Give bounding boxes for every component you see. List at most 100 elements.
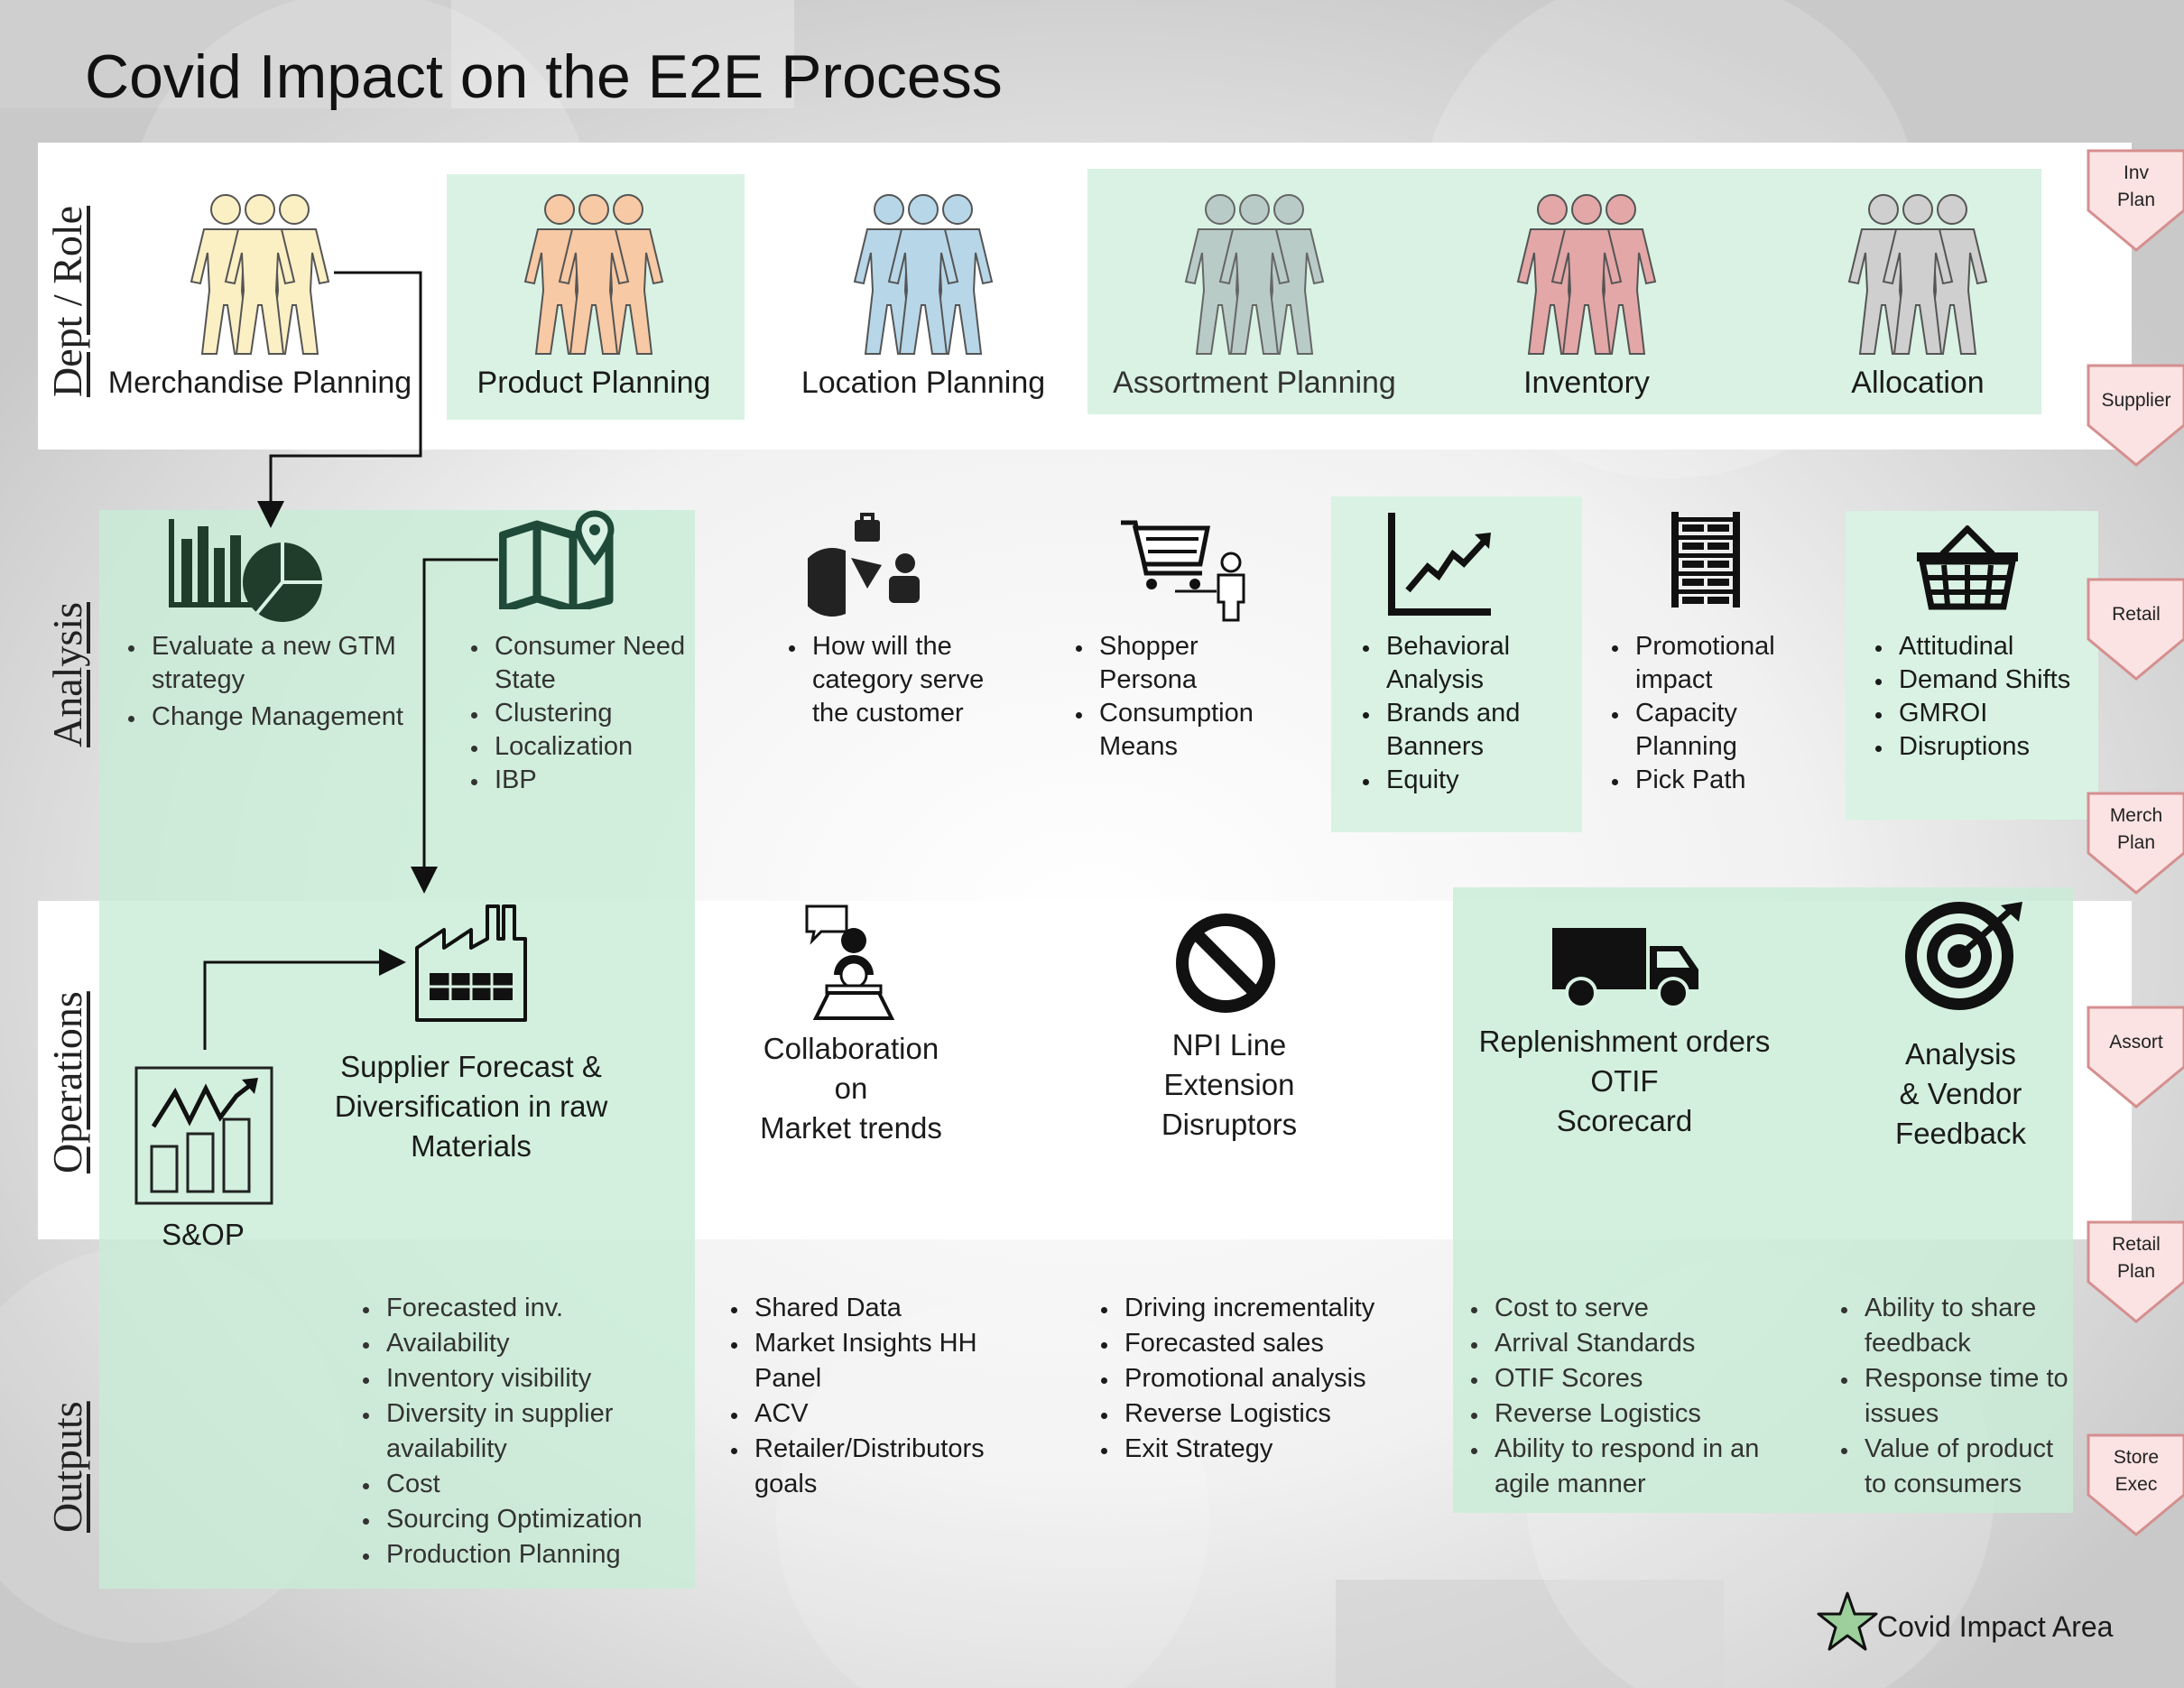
legend-label: Covid Impact Area [1877, 1610, 2114, 1643]
list-item: Exit Strategy [1119, 1432, 1422, 1467]
output-bullets: Forecasted inv. Availability Inventory v… [341, 1291, 666, 1572]
list-item: Driving incrementality [1119, 1291, 1422, 1326]
shopping-cart-person-icon [1121, 520, 1245, 622]
output-bullets: Ability to share feedback Response time … [1819, 1291, 2090, 1502]
supplier-forecast-label: Supplier Forecast & Diversification in r… [334, 1050, 608, 1163]
role-label: Assortment Planning [1113, 366, 1396, 400]
npi-label: NPI Line Extension Disruptors [1112, 1025, 1346, 1145]
growth-chart-icon [1388, 513, 1491, 616]
chevron-tag-shape [2087, 1006, 2184, 1108]
collaboration-line: Market trends [760, 1111, 942, 1145]
analysis-list-behavioral: Behavioral Analysis Brands and Banners E… [1341, 630, 1558, 797]
list-item: Arrival Standards [1489, 1326, 1792, 1361]
role-label: Location Planning [800, 366, 1046, 400]
vendor-line: Analysis [1905, 1037, 2016, 1071]
list-item: Response time to issues [1859, 1361, 2081, 1432]
warehouse-shelf-icon [1671, 512, 1740, 607]
analysis-bullets: Promotional impact Capacity Planning Pic… [1590, 630, 1843, 797]
map-pin-icon [499, 510, 615, 609]
bar-pie-chart-icon [169, 519, 322, 622]
output-bullets: Cost to serve Arrival Standards OTIF Sco… [1449, 1291, 1792, 1502]
chevron-tag-shape [2087, 578, 2184, 681]
side-tag-retail: Retail [2087, 578, 2184, 686]
role-allocation[interactable]: Allocation [1764, 190, 2071, 400]
analysis-bullets: Evaluate a new GTM strategy Change Manag… [106, 630, 404, 734]
tag-label: Merch Plan [2109, 805, 2163, 853]
list-item: Ability to share feedback [1859, 1291, 2081, 1361]
tag-label: Assort [2109, 1032, 2163, 1053]
list-item: Disruptions [1893, 730, 2097, 764]
tag-label: Supplier [2101, 390, 2171, 411]
supplier-column-highlight [99, 510, 695, 1589]
list-item: Sourcing Optimization [381, 1502, 666, 1537]
chevron-tag-shape [2087, 149, 2184, 252]
sop-chart-icon [134, 1066, 273, 1205]
list-item: Promotional impact [1630, 630, 1780, 697]
collaboration-line: on [834, 1071, 868, 1105]
list-item: Market Insights HH Panel [749, 1326, 998, 1396]
side-tag-inv-plan: Inv Plan [2087, 149, 2184, 257]
list-item: Cost to serve [1489, 1291, 1792, 1326]
sop-to-factory-arrow [203, 949, 406, 1050]
list-item: Change Management [146, 700, 404, 734]
list-item: How will the category serve the customer [807, 630, 993, 730]
npi-line: NPI Line [1171, 1028, 1287, 1062]
side-tag-assort: Assort [2087, 1006, 2184, 1114]
list-item: OTIF Scores [1489, 1361, 1792, 1396]
role-inventory[interactable]: Inventory [1433, 190, 1740, 400]
vendor-line: & Vendor [1899, 1077, 2022, 1110]
list-item: Brands and Banners [1381, 697, 1522, 764]
collaboration-label: Collaboration on Market trends [738, 1029, 964, 1148]
role-merchandise-planning[interactable]: Merchandise Planning [106, 190, 413, 400]
analysis-bullets: How will the category serve the customer [767, 630, 993, 730]
factory-icon [415, 904, 527, 1022]
outputs-list-replenishment: Cost to serve Arrival Standards OTIF Sco… [1449, 1291, 1792, 1502]
tag-label: Retail [2112, 604, 2161, 625]
tag-label: Retail Plan [2112, 1234, 2161, 1282]
outputs-list-vendor: Ability to share feedback Response time … [1819, 1291, 2090, 1502]
list-item: Forecasted inv. [381, 1291, 666, 1326]
role-location-planning[interactable]: Location Planning [770, 190, 1077, 400]
delivery-truck-icon [1552, 928, 1698, 1009]
shopping-basket-icon [1917, 525, 2018, 610]
side-tag-retail-plan: Retail Plan [2087, 1220, 2184, 1329]
role-product-planning[interactable]: Product Planning [440, 190, 747, 400]
replenishment-line: OTIF [1590, 1064, 1659, 1098]
list-item: Consumption Means [1094, 697, 1254, 764]
list-item: GMROI [1893, 697, 2097, 730]
analysis-bullets: Shopper Persona Consumption Means [1054, 630, 1298, 764]
list-item: Capacity Planning [1630, 697, 1843, 764]
legend: Covid Impact Area [1816, 1591, 2141, 1654]
role-label: Allocation [1851, 366, 1985, 400]
analysis-bullets: Attitudinal Demand Shifts GMROI Disrupti… [1854, 630, 2097, 764]
analysis-bullets: Consumer Need State Clustering Localizat… [449, 630, 693, 797]
replenishment-line: Replenishment orders [1478, 1025, 1771, 1058]
meeting-icon [805, 904, 895, 1020]
replenishment-line: Scorecard [1556, 1104, 1693, 1137]
list-item: Production Planning [381, 1537, 666, 1572]
star-icon [1817, 1591, 1878, 1651]
list-item: Inventory visibility [381, 1361, 666, 1396]
list-item: Shopper Persona [1094, 630, 1298, 697]
vendor-line: Feedback [1895, 1117, 2026, 1150]
list-item: Pick Path [1630, 764, 1843, 797]
outputs-list-collaboration: Shared Data Market Insights HH Panel ACV… [709, 1291, 1007, 1502]
outputs-list-supplier: Forecasted inv. Availability Inventory v… [341, 1291, 666, 1572]
list-item: Attitudinal [1893, 630, 2097, 663]
analysis-list-gtm: Evaluate a new GTM strategy Change Manag… [106, 630, 404, 734]
map-to-factory-arrow [411, 558, 498, 894]
list-item: IBP [489, 764, 693, 797]
role-assortment-planning[interactable]: Assortment Planning [1101, 190, 1408, 400]
tag-label: Inv Plan [2116, 162, 2156, 210]
vendor-feedback-label: Analysis & Vendor Feedback [1850, 1034, 2071, 1154]
no-entry-icon [1176, 914, 1275, 1013]
list-item: Clustering [489, 697, 693, 730]
list-item: ACV [749, 1396, 1007, 1432]
list-item: Equity [1381, 764, 1558, 797]
role-label: Inventory [1523, 366, 1650, 400]
list-item: Reverse Logistics [1119, 1396, 1422, 1432]
npi-line: Extension [1163, 1068, 1295, 1101]
list-item: Demand Shifts [1893, 663, 2097, 697]
page-title: Covid Impact on the E2E Process [85, 42, 1003, 111]
